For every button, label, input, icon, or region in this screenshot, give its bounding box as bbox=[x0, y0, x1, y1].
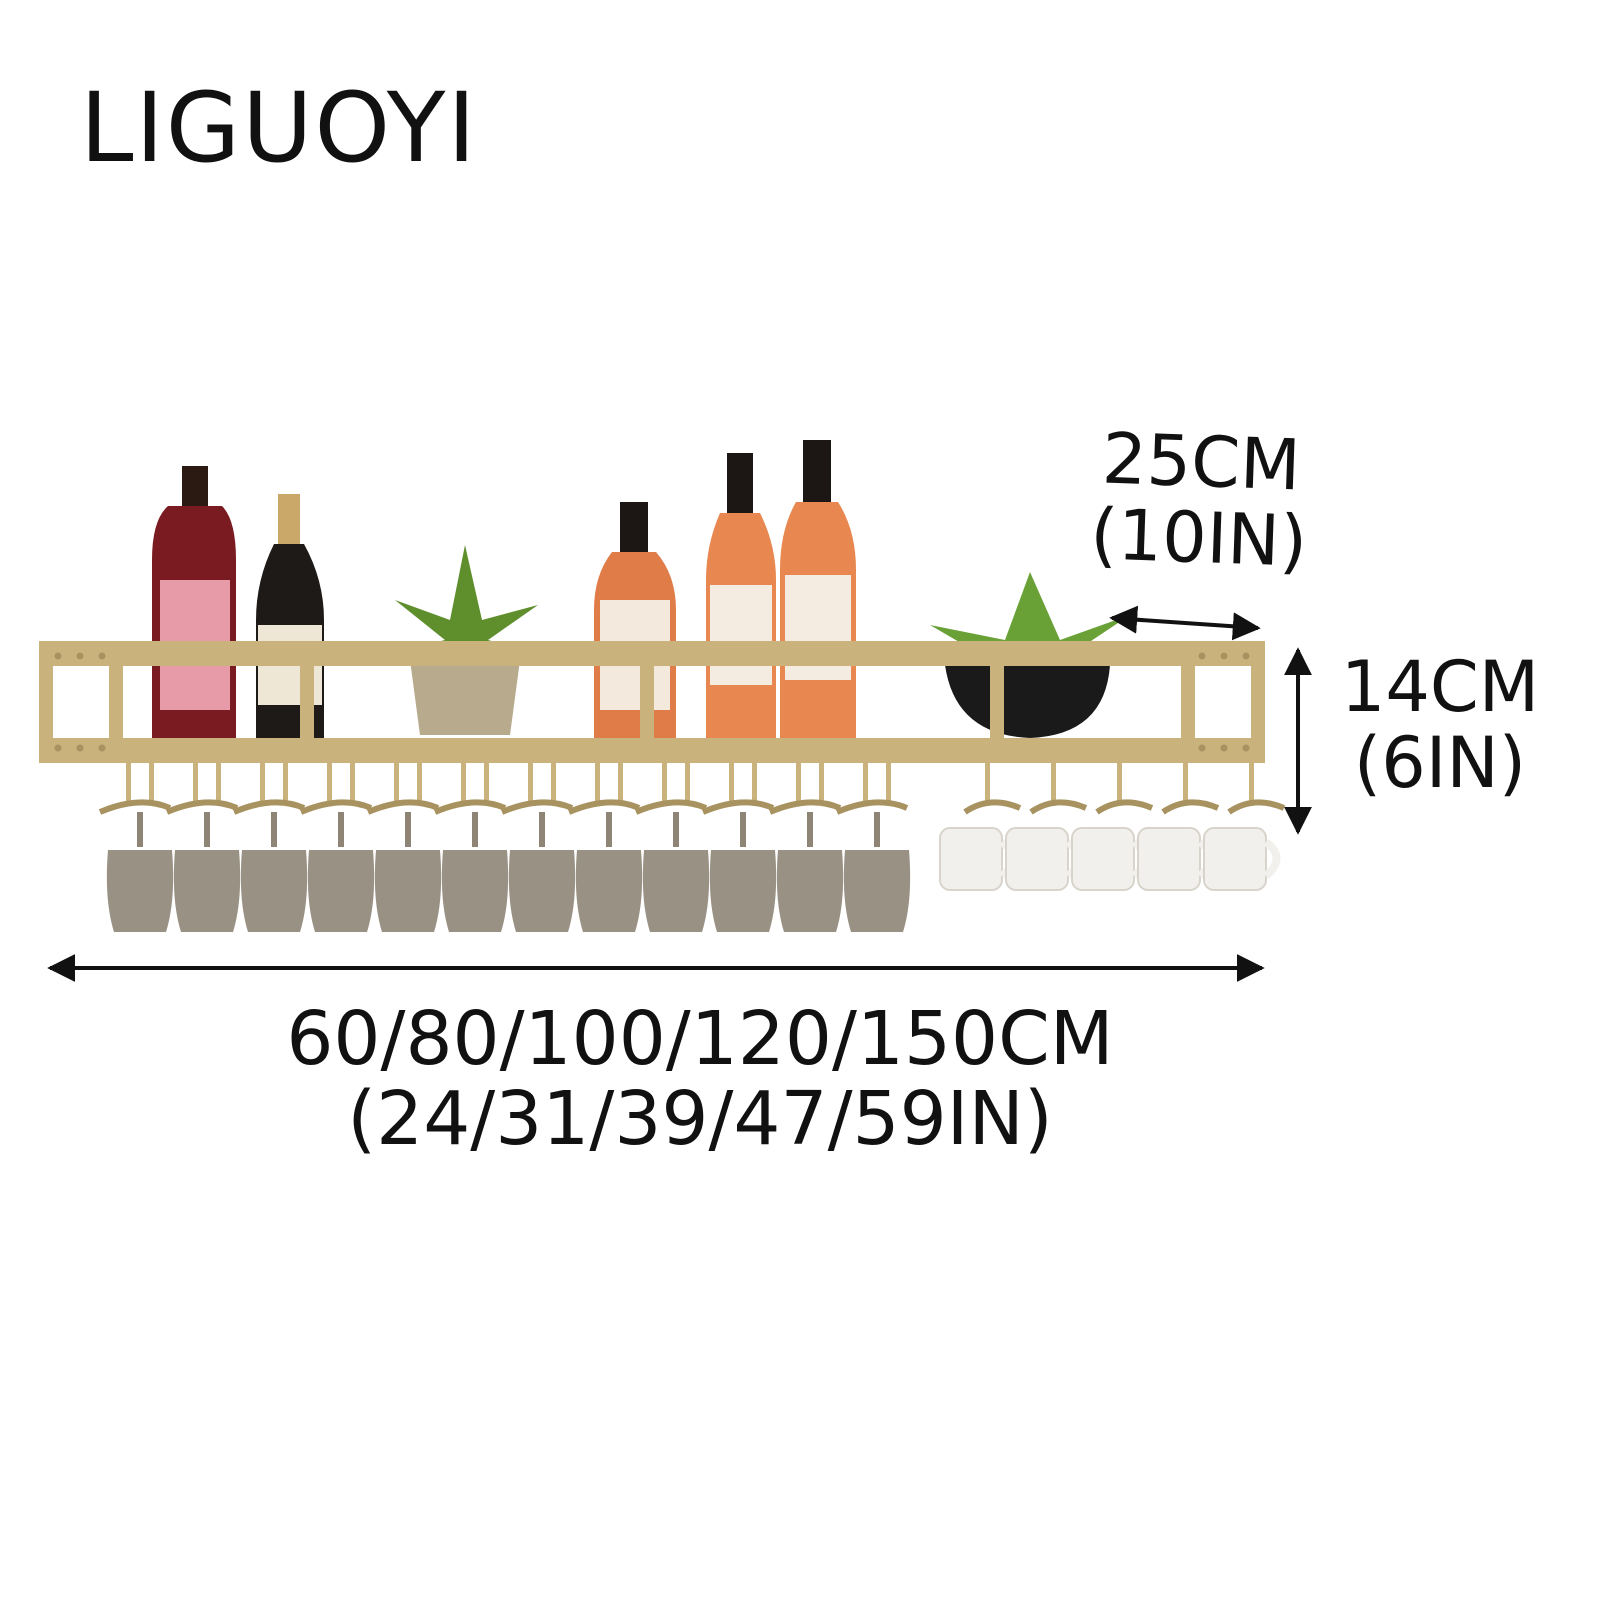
wine-glass-icon bbox=[567, 758, 643, 932]
shelf-frame bbox=[39, 641, 1265, 763]
bottle-icon bbox=[706, 453, 776, 740]
height-label: 14CM (6IN) bbox=[1325, 646, 1555, 804]
bottle-icon bbox=[780, 440, 856, 740]
brand-title: LIGUOYI bbox=[80, 72, 478, 184]
depth-metric: 25CM bbox=[1100, 417, 1302, 507]
wine-glass-icon bbox=[299, 758, 375, 932]
depth-imperial: (10IN) bbox=[1088, 492, 1309, 583]
wine-glass-icon bbox=[366, 758, 442, 932]
mug-row bbox=[939, 758, 1286, 891]
length-metric: 60/80/100/120/150CM bbox=[286, 996, 1114, 1082]
wine-glass-row bbox=[98, 758, 911, 932]
bottle-icon bbox=[594, 502, 676, 740]
wine-glass-icon bbox=[634, 758, 710, 932]
height-metric: 14CM bbox=[1340, 646, 1540, 728]
wine-glass-icon bbox=[500, 758, 576, 932]
wine-glass-icon bbox=[232, 758, 308, 932]
wine-glass-icon bbox=[835, 758, 911, 932]
depth-arrow bbox=[1109, 605, 1261, 641]
mug-icon bbox=[1203, 758, 1286, 891]
wine-glass-icon bbox=[433, 758, 509, 932]
plant-icon bbox=[395, 545, 538, 735]
wine-glass-icon bbox=[165, 758, 241, 932]
height-imperial: (6IN) bbox=[1353, 721, 1527, 804]
wine-glass-icon bbox=[768, 758, 844, 932]
wine-glass-icon bbox=[98, 758, 174, 932]
bottle-icon bbox=[152, 466, 236, 740]
length-label: 60/80/100/120/150CM (24/31/39/47/59IN) bbox=[250, 996, 1150, 1162]
depth-label: 25CM (10IN) bbox=[1082, 417, 1317, 583]
length-imperial: (24/31/39/47/59IN) bbox=[347, 1075, 1053, 1162]
wine-glass-icon bbox=[701, 758, 777, 932]
